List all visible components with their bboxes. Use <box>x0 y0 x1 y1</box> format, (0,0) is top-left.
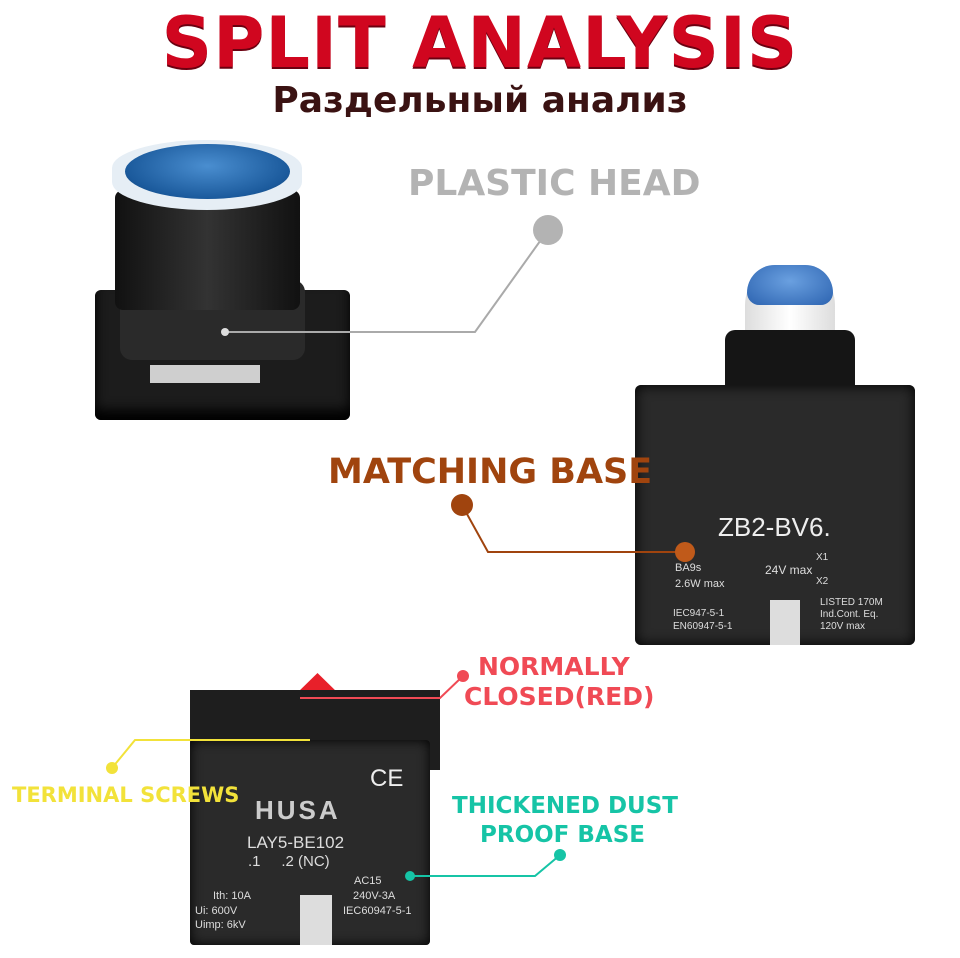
lamp-holder-image: ZB2-BV6. X1 24V max X2 BA9s 2.6W max IEC… <box>630 260 920 650</box>
contact-model: LAY5-BE102 <box>247 833 345 852</box>
callout-plastic-head: PLASTIC HEAD <box>408 163 701 204</box>
contact-ui: Ui: 600V <box>195 905 238 917</box>
callout-dust-proof-line2: PROOF BASE <box>480 822 645 848</box>
lamp-base-type: BA9s <box>675 562 702 574</box>
brand-logo: HUSA <box>255 795 341 825</box>
callout-terminal-screws: TERMINAL SCREWS <box>12 783 240 807</box>
contact-std: IEC60947-5-1 <box>343 905 412 917</box>
callout-normally-closed-line1: NORMALLY <box>478 652 630 681</box>
contact-rating: 240V-3A <box>353 890 396 902</box>
lamp-model: ZB2-BV6. <box>718 512 831 542</box>
x2-label: X2 <box>816 576 829 587</box>
lamp-volt: 120V max <box>820 621 866 632</box>
callout-matching-base: MATCHING BASE <box>328 452 653 492</box>
ce-mark: CE <box>370 765 404 792</box>
title: SPLIT ANALYSIS <box>161 2 799 84</box>
pushbutton-head-image <box>90 130 360 430</box>
lamp-power: 2.6W max <box>675 578 725 590</box>
contact-ac: AC15 <box>354 875 382 887</box>
callout-dust-proof-line1: THICKENED DUST <box>452 793 678 819</box>
lamp-std2: EN60947-5-1 <box>673 621 733 632</box>
contact-uimp: Uimp: 6kV <box>195 919 246 931</box>
contact-ith: Ith: 10A <box>213 890 251 902</box>
lamp-rating: 24V max <box>765 563 813 577</box>
callout-normally-closed-line2: CLOSED(RED) <box>464 682 655 711</box>
contact-block-image: CE HUSA LAY5-BE102 .1 .2 (NC) Ith: 10A U… <box>180 665 445 950</box>
lamp-listed: LISTED 170M <box>820 597 883 608</box>
lamp-std1: IEC947-5-1 <box>673 608 725 619</box>
contact-terminals: .1 .2 (NC) <box>248 853 330 870</box>
x1-label: X1 <box>816 552 829 563</box>
subtitle: Раздельный анализ <box>272 80 688 121</box>
lamp-ind: Ind.Cont. Eq. <box>820 609 879 620</box>
